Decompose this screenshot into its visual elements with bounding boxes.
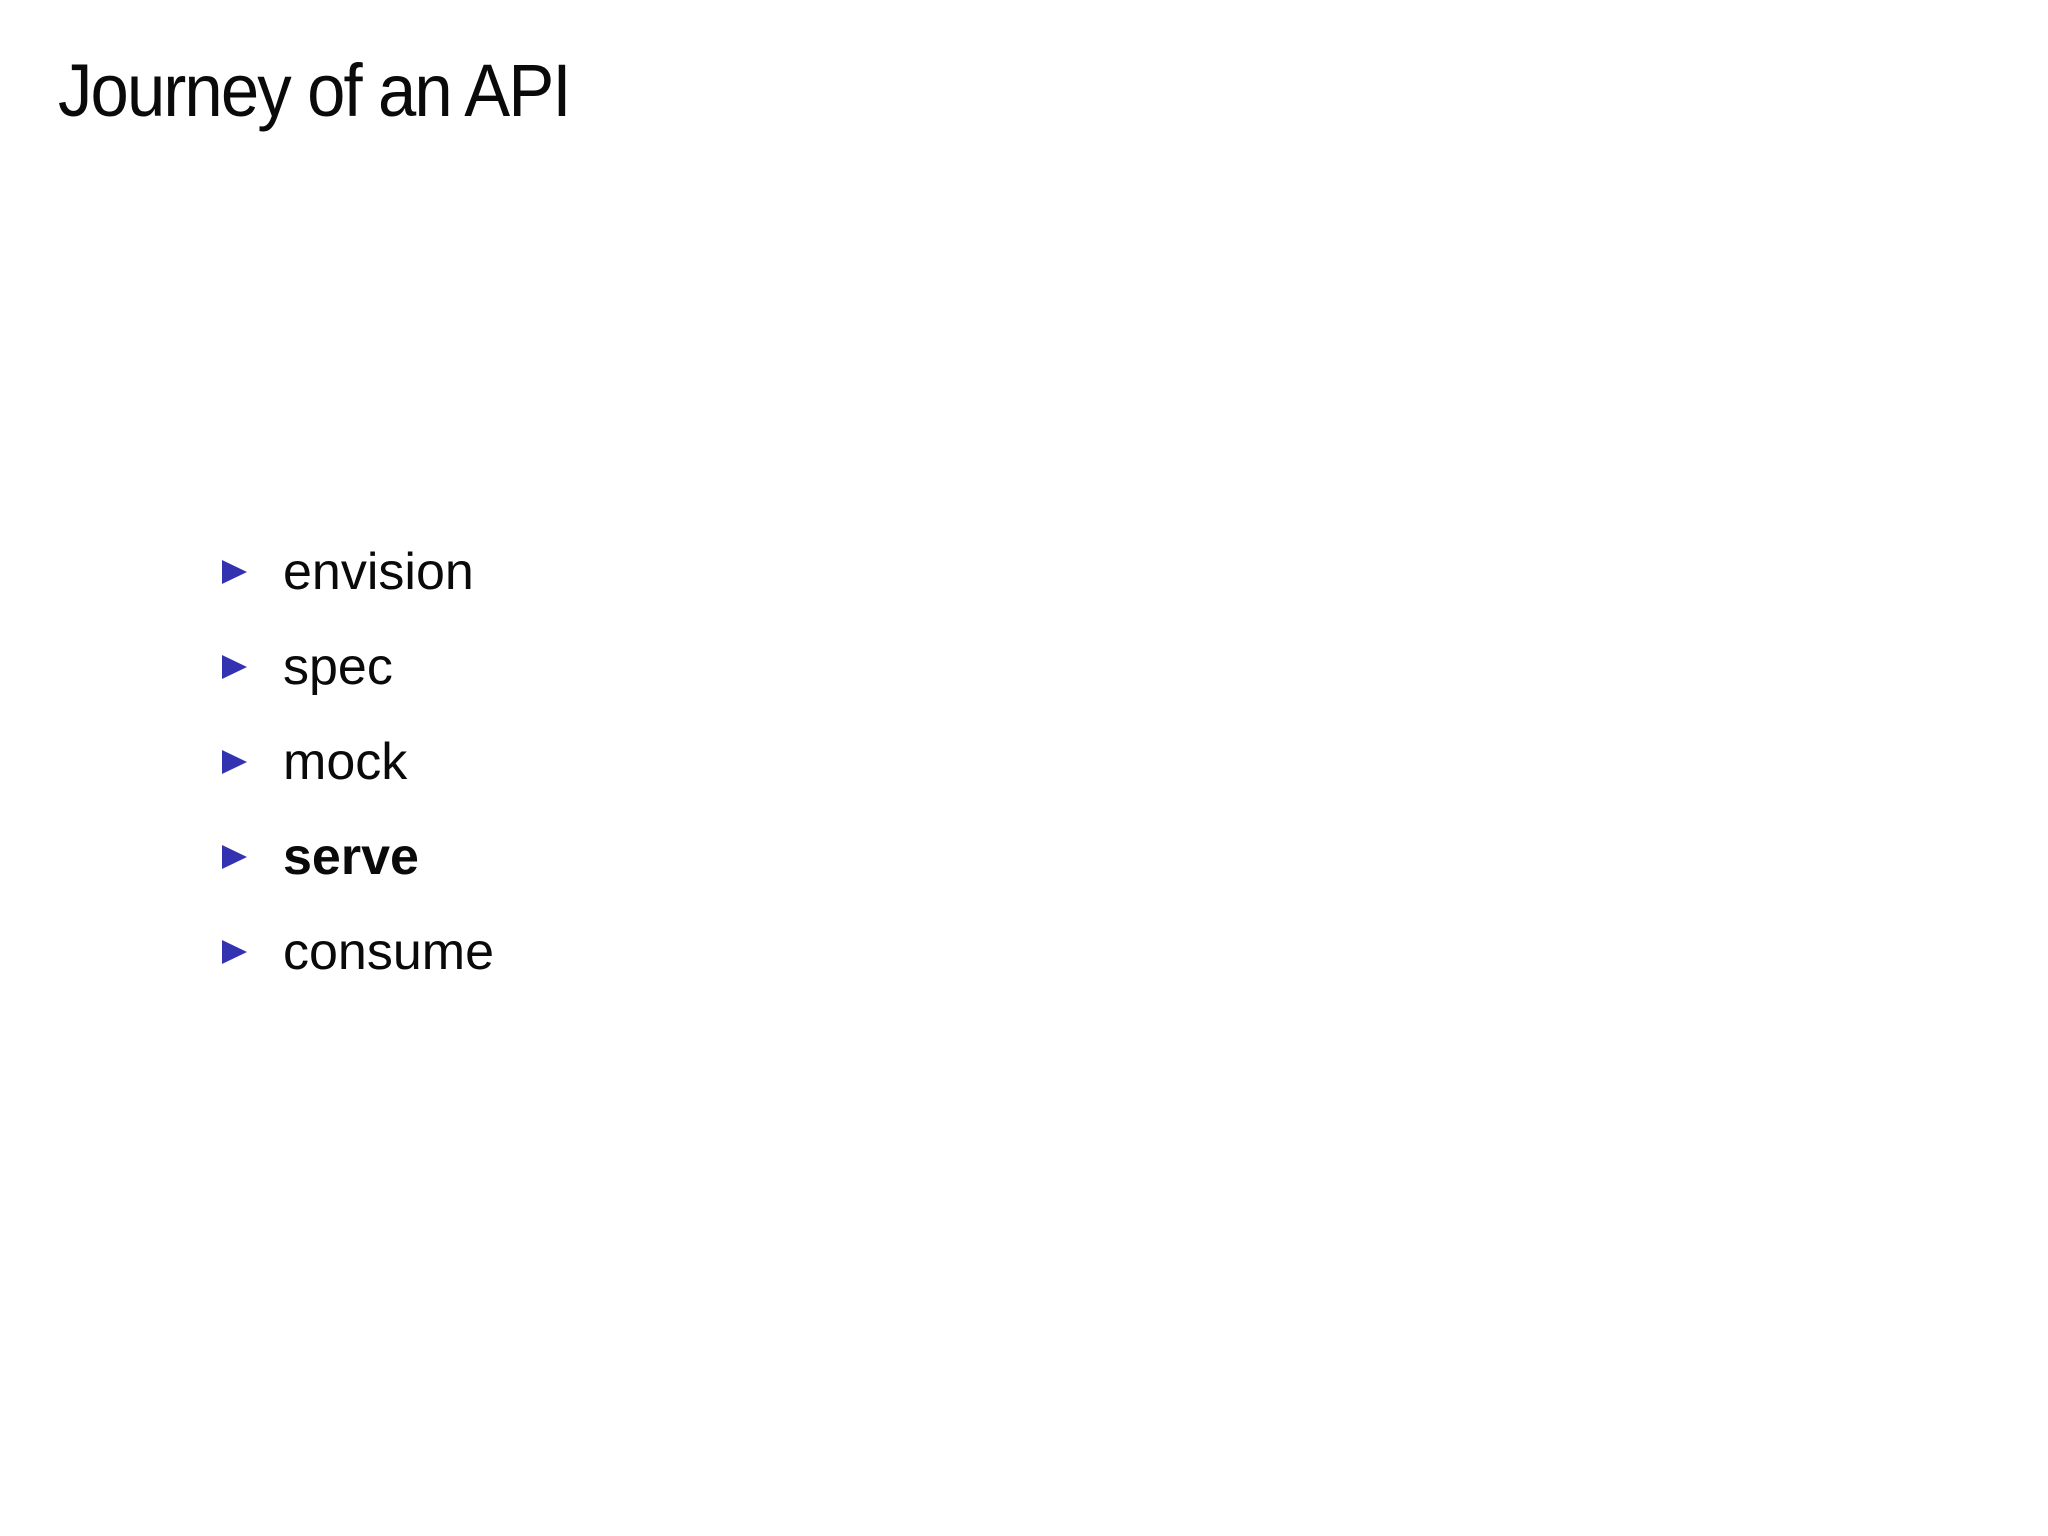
triangle-right-icon [222,844,247,869]
list-item-label: serve [283,827,419,886]
triangle-right-icon [222,559,247,584]
bullet-list: envision spec mock serve consume [222,524,494,999]
list-item: mock [222,714,494,809]
list-item-label: consume [283,922,494,981]
list-item: envision [222,524,494,619]
triangle-right-icon [222,654,247,679]
list-item-label: envision [283,542,474,601]
list-item-label: spec [283,637,393,696]
triangle-right-icon [222,749,247,774]
slide-title: Journey of an API [58,49,572,132]
list-item: serve [222,809,494,904]
triangle-right-icon [222,939,247,964]
list-item-label: mock [283,732,408,791]
list-item: consume [222,904,494,999]
list-item: spec [222,619,494,714]
